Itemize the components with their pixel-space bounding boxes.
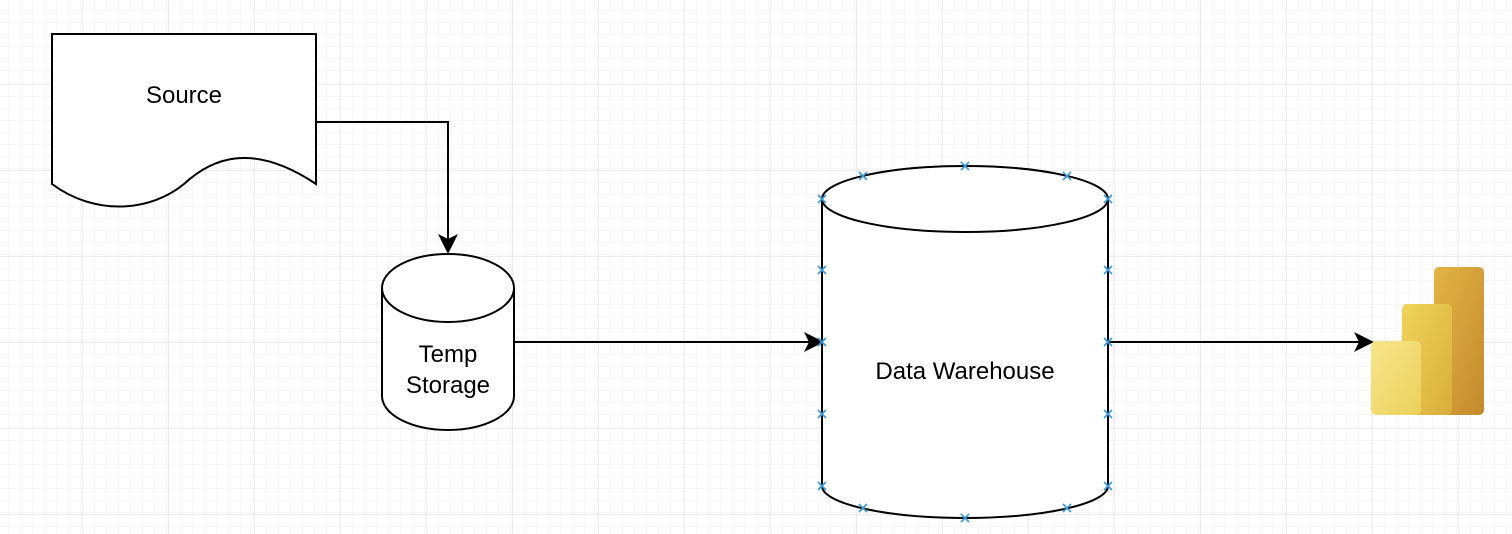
connection-point-12[interactable] [1103,481,1113,491]
edge-source-to-temp-storage[interactable] [316,121,458,254]
connection-point-6[interactable] [1103,265,1113,275]
connection-point-9[interactable] [817,409,827,419]
source-label: Source [146,82,222,109]
connection-point-4[interactable] [1103,194,1113,204]
edges [316,121,1374,352]
connection-point-3[interactable] [817,194,827,204]
data-warehouse-label: Data Warehouse [875,358,1054,385]
temp-storage-body[interactable] [381,288,515,431]
temp-storage-top [381,253,515,323]
connection-points [817,161,1113,523]
connection-point-1[interactable] [960,161,970,171]
connection-point-10[interactable] [1103,409,1113,419]
connection-point-5[interactable] [817,265,827,275]
data-warehouse-top [821,165,1109,233]
connection-point-13[interactable] [858,503,868,513]
connection-point-8[interactable] [1103,337,1113,347]
connection-point-11[interactable] [817,481,827,491]
connection-point-7[interactable] [817,337,827,347]
connection-point-2[interactable] [1062,171,1072,181]
source-node[interactable]: Source [51,33,317,208]
temp-storage-label-line1: Temp [419,341,478,368]
data-warehouse-node[interactable]: Data Warehouse [817,161,1113,523]
temp-storage-node[interactable]: Temp Storage [381,253,515,431]
connection-point-0[interactable] [858,171,868,181]
power-bi-bar-short [1371,341,1421,415]
power-bi-icon[interactable] [1371,267,1484,415]
source-shape[interactable] [51,33,317,208]
temp-storage-label-line2: Storage [406,372,490,399]
connection-point-14[interactable] [960,513,970,523]
connection-point-15[interactable] [1062,503,1072,513]
